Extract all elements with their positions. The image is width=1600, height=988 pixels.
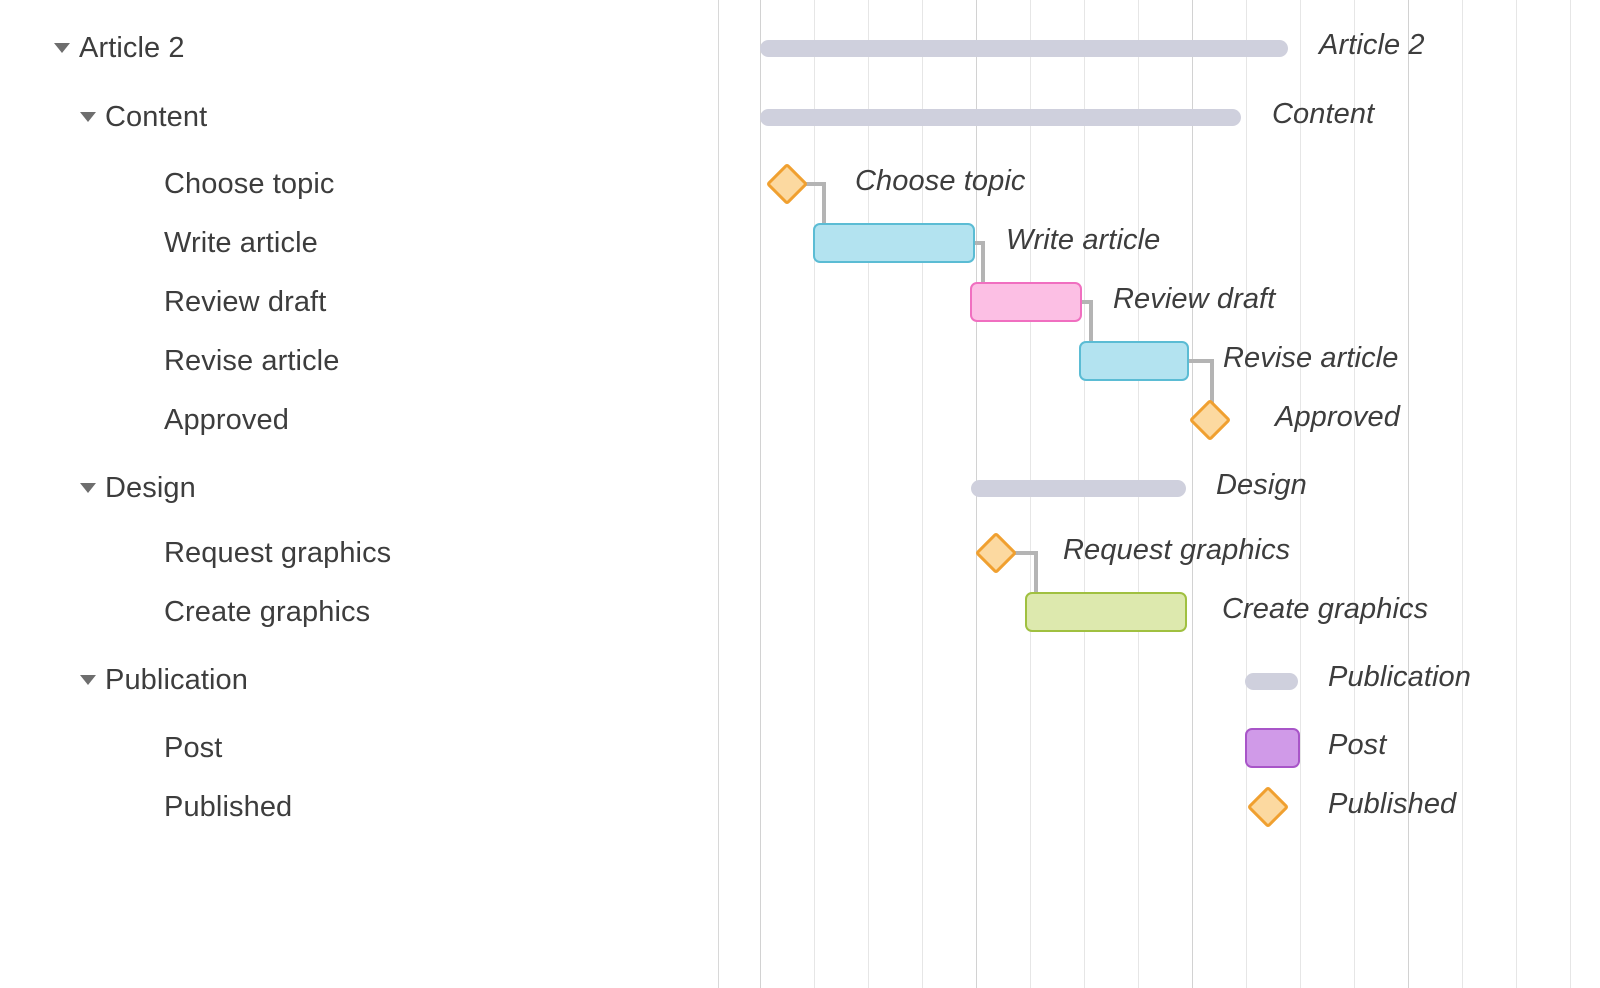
task-bar-label-write-article: Write article <box>1006 224 1161 256</box>
task-bar-review-draft[interactable] <box>970 282 1082 322</box>
tree-item-label: Post <box>164 731 223 764</box>
gridline <box>1462 0 1463 988</box>
tree-item-label: Review draft <box>164 285 327 318</box>
summary-bar-publication[interactable] <box>1245 673 1298 690</box>
task-bar-revise-article[interactable] <box>1079 341 1189 381</box>
gridline <box>1354 0 1355 988</box>
milestone-marker-published[interactable] <box>1246 785 1290 829</box>
gridline <box>922 0 923 988</box>
tree-item-request-graphics[interactable]: Request graphics <box>0 533 718 573</box>
tree-item-label: Write article <box>164 226 318 259</box>
dependency-connector-horizontal <box>802 182 826 186</box>
dependency-connector-horizontal <box>1011 551 1038 555</box>
dependency-connector-vertical <box>822 182 826 227</box>
dependency-connector-vertical <box>1210 359 1214 409</box>
dependency-connector-horizontal <box>975 241 985 245</box>
task-bar-label-revise-article: Revise article <box>1223 342 1399 374</box>
tree-item-label: Create graphics <box>164 595 371 628</box>
caret-down-icon[interactable] <box>80 675 96 685</box>
task-bar-label-publication: Publication <box>1328 661 1471 693</box>
dependency-connector-vertical <box>981 241 985 286</box>
task-bar-label-post: Post <box>1328 729 1387 761</box>
caret-down-icon[interactable] <box>80 483 96 493</box>
task-bar-label-request-graphics: Request graphics <box>1063 534 1291 566</box>
task-bar-label-approved: Approved <box>1275 401 1400 433</box>
tree-item-label: Publication <box>105 663 248 696</box>
tree-item-label: Content <box>105 100 208 133</box>
tree-item-create-graphics[interactable]: Create graphics <box>0 592 718 632</box>
dependency-connector-vertical <box>1034 551 1038 596</box>
milestone-marker-approved[interactable] <box>1188 398 1232 442</box>
task-bar-label-design: Design <box>1216 469 1307 501</box>
task-bar-label-article-2: Article 2 <box>1319 29 1425 61</box>
gridline <box>868 0 869 988</box>
tree-item-choose-topic[interactable]: Choose topic <box>0 164 718 204</box>
caret-down-icon[interactable] <box>80 112 96 122</box>
tree-item-label: Approved <box>164 403 289 436</box>
task-bar-label-content: Content <box>1272 98 1375 130</box>
gridline <box>1300 0 1301 988</box>
task-bar-label-choose-topic: Choose topic <box>855 165 1026 197</box>
tree-item-post[interactable]: Post <box>0 728 718 768</box>
tree-item-content[interactable]: Content <box>0 97 718 137</box>
tree-item-design[interactable]: Design <box>0 468 718 508</box>
tree-item-article-2[interactable]: Article 2 <box>0 28 718 68</box>
tree-item-label: Revise article <box>164 344 340 377</box>
gridline <box>814 0 815 988</box>
sidebar-divider <box>718 0 719 988</box>
tree-item-label: Article 2 <box>79 31 185 64</box>
tree-item-published[interactable]: Published <box>0 787 718 827</box>
gridline <box>1570 0 1571 988</box>
task-bar-label-review-draft: Review draft <box>1113 283 1276 315</box>
tree-item-label: Request graphics <box>164 536 392 569</box>
milestone-marker-request-graphics[interactable] <box>974 531 1018 575</box>
tree-item-label: Choose topic <box>164 167 335 200</box>
tree-item-publication[interactable]: Publication <box>0 660 718 700</box>
caret-down-icon[interactable] <box>54 43 70 53</box>
task-bar-create-graphics[interactable] <box>1025 592 1187 632</box>
tree-item-write-article[interactable]: Write article <box>0 223 718 263</box>
tree-item-approved[interactable]: Approved <box>0 400 718 440</box>
summary-bar-content[interactable] <box>760 109 1241 126</box>
tree-item-label: Design <box>105 471 196 504</box>
task-bar-label-published: Published <box>1328 788 1457 820</box>
milestone-marker-choose-topic[interactable] <box>765 162 809 206</box>
tree-item-revise-article[interactable]: Revise article <box>0 341 718 381</box>
tree-item-review-draft[interactable]: Review draft <box>0 282 718 322</box>
gridline <box>760 0 761 988</box>
gridline <box>1246 0 1247 988</box>
task-bar-post[interactable] <box>1245 728 1300 768</box>
gridline <box>1192 0 1193 988</box>
summary-bar-article-2[interactable] <box>760 40 1288 57</box>
gridline <box>1408 0 1409 988</box>
summary-bar-design[interactable] <box>971 480 1186 497</box>
dependency-connector-vertical <box>1089 300 1093 345</box>
dependency-connector-horizontal <box>1189 359 1214 363</box>
task-bar-write-article[interactable] <box>813 223 975 263</box>
gridline <box>1516 0 1517 988</box>
tree-item-label: Published <box>164 790 293 823</box>
task-bar-label-create-graphics: Create graphics <box>1222 593 1429 625</box>
dependency-connector-horizontal <box>1082 300 1093 304</box>
